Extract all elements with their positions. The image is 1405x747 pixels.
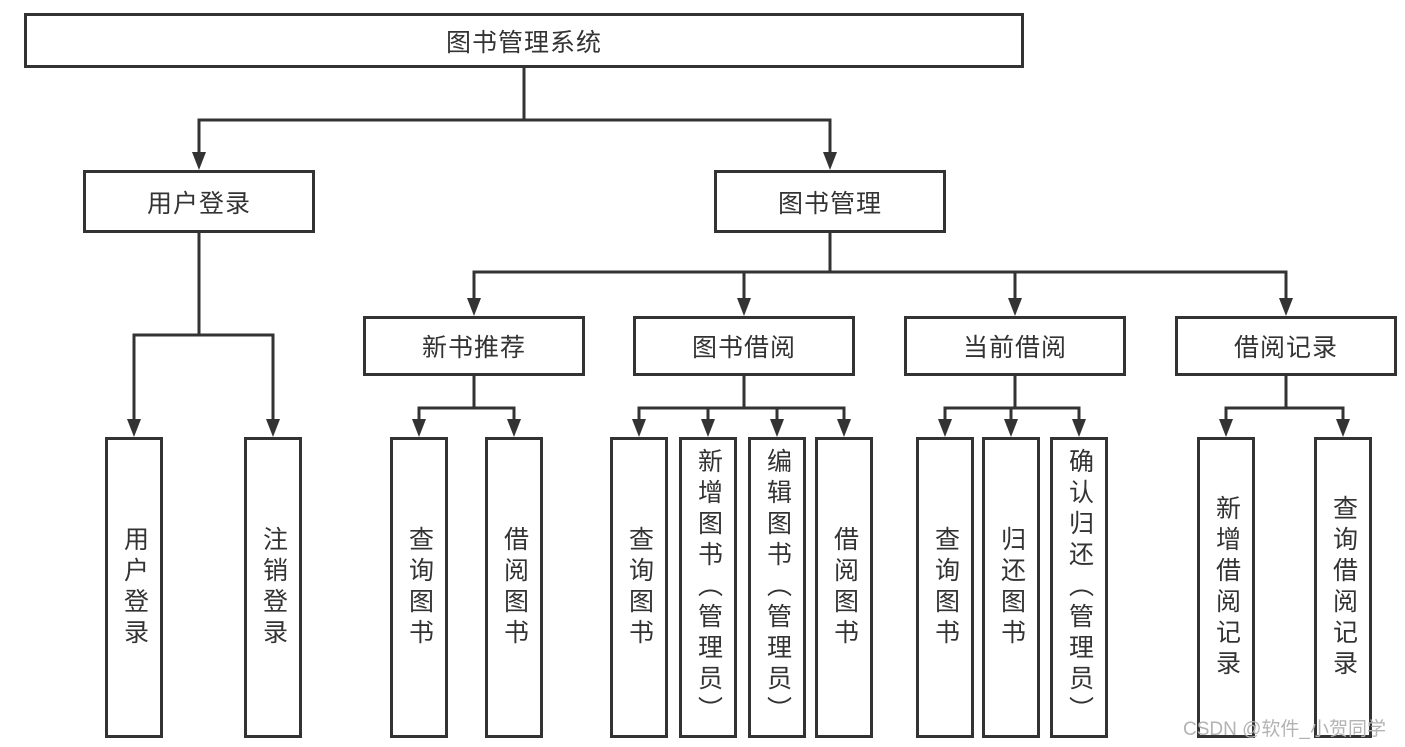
node-root-label: 图书管理系统 [445, 28, 602, 57]
arrowhead [837, 419, 851, 437]
leaf-newrec-borrow-books: 借阅图书 [485, 437, 543, 738]
node-book-management-label: 图书管理 [777, 189, 882, 218]
arrowhead [1072, 419, 1086, 437]
leaf-return-books: 归还图书 [982, 437, 1040, 738]
leaf-confirm-return-admin-label: 确认归还（管理员） [1065, 448, 1094, 727]
leaf-newrec-borrow-books-label: 借阅图书 [500, 525, 529, 650]
leaf-confirm-return-admin: 确认归还（管理员） [1050, 437, 1108, 738]
node-current-borrow: 当前借阅 [904, 316, 1126, 376]
node-new-book-recommend: 新书推荐 [363, 316, 585, 376]
node-book-borrow: 图书借阅 [633, 316, 855, 376]
node-borrow-records-label: 借阅记录 [1233, 334, 1338, 362]
node-new-book-recommend-label: 新书推荐 [421, 334, 526, 362]
node-book-borrow-label: 图书借阅 [691, 334, 796, 362]
arrowhead [938, 419, 952, 437]
arrowhead [1008, 298, 1022, 316]
leaf-user-login-label: 用户登录 [120, 525, 149, 650]
leaf-query-borrow-record-label: 查询借阅记录 [1329, 494, 1358, 681]
leaf-newrec-query-books-label: 查询图书 [405, 525, 434, 650]
node-user-login-label: 用户登录 [146, 189, 251, 218]
leaf-borrow-query-books: 查询图书 [610, 437, 668, 738]
arrowhead [266, 419, 280, 437]
leaf-add-book-admin: 新增图书（管理员） [679, 437, 737, 738]
arrowhead [737, 298, 751, 316]
arrowhead [1336, 419, 1350, 437]
leaf-newrec-query-books: 查询图书 [390, 437, 448, 738]
leaf-borrow-query-books-label: 查询图书 [625, 525, 654, 650]
arrowhead [632, 419, 646, 437]
leaf-edit-book-admin: 编辑图书（管理员） [748, 437, 806, 738]
leaf-add-book-admin-label: 新增图书（管理员） [694, 448, 723, 727]
arrowhead [701, 419, 715, 437]
leaf-logout-label: 注销登录 [259, 525, 288, 650]
arrowhead [192, 152, 206, 170]
arrowhead [467, 298, 481, 316]
arrowhead [127, 419, 141, 437]
arrowhead [1219, 419, 1233, 437]
node-book-management: 图书管理 [714, 170, 946, 233]
leaf-current-query-books: 查询图书 [916, 437, 974, 738]
leaf-current-query-books-label: 查询图书 [931, 525, 960, 650]
arrowhead [770, 419, 784, 437]
arrowhead [1004, 419, 1018, 437]
arrowhead [507, 419, 521, 437]
leaf-query-borrow-record: 查询借阅记录 [1314, 437, 1372, 738]
node-user-login: 用户登录 [83, 170, 315, 233]
csdn-watermark: CSDN @软件_小贺同学 [1183, 719, 1386, 740]
leaf-borrow-borrow-books: 借阅图书 [815, 437, 873, 738]
node-root: 图书管理系统 [24, 13, 1024, 68]
node-current-borrow-label: 当前借阅 [962, 334, 1067, 362]
arrowhead [1279, 298, 1293, 316]
leaf-return-books-label: 归还图书 [997, 525, 1026, 650]
leaf-add-borrow-record-label: 新增借阅记录 [1212, 494, 1241, 681]
node-borrow-records: 借阅记录 [1175, 316, 1397, 376]
leaf-borrow-borrow-books-label: 借阅图书 [830, 525, 859, 650]
leaf-edit-book-admin-label: 编辑图书（管理员） [763, 448, 792, 727]
leaf-add-borrow-record: 新增借阅记录 [1197, 437, 1255, 738]
leaf-user-login: 用户登录 [105, 437, 163, 738]
arrowhead [412, 419, 426, 437]
arrowhead [823, 152, 837, 170]
leaf-logout: 注销登录 [244, 437, 302, 738]
